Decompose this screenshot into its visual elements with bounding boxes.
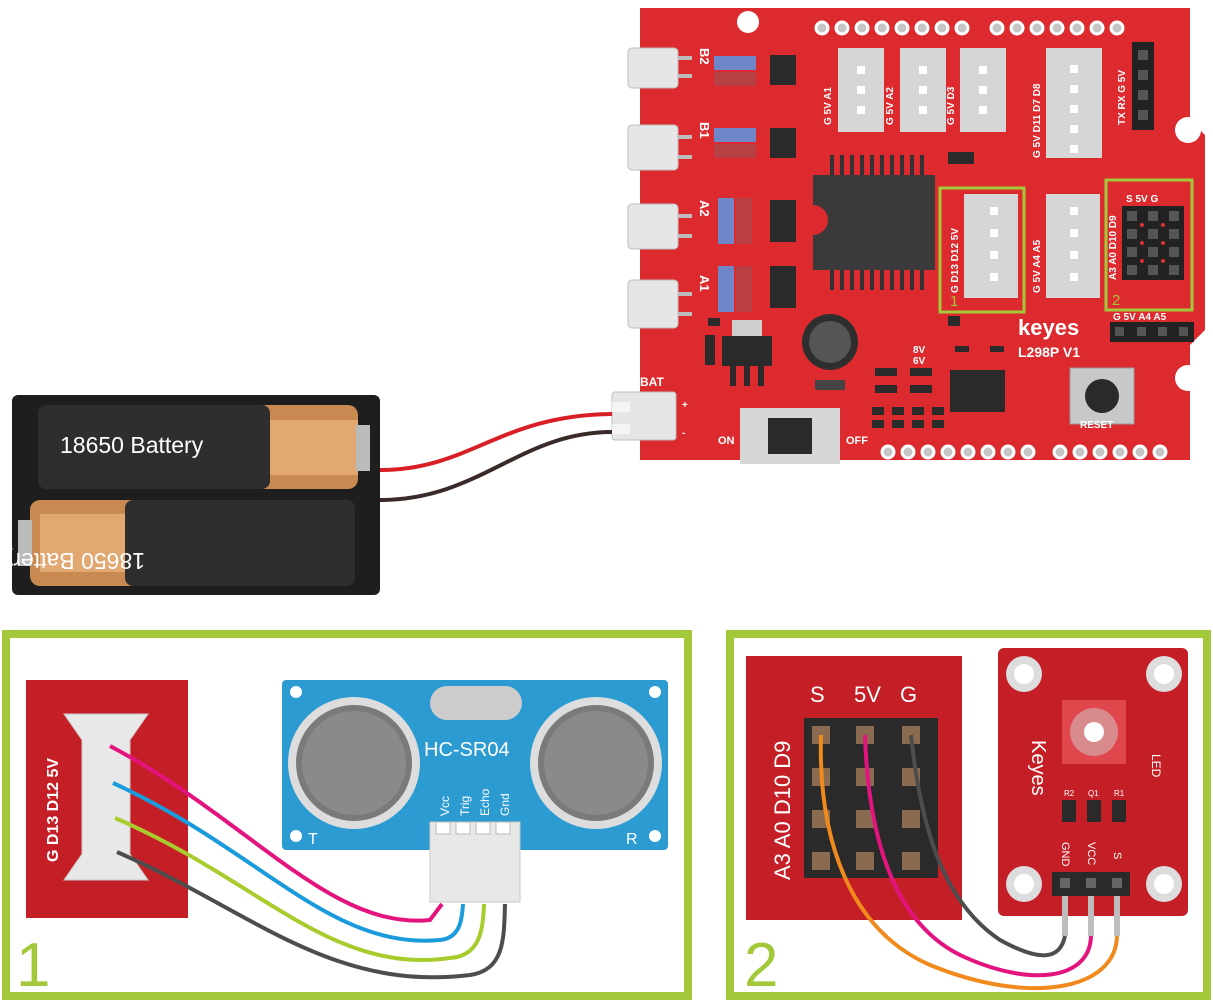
panel1-connector-labels: G D13 D12 5V	[45, 758, 62, 862]
panel2-col-g: G	[900, 682, 917, 707]
grid-col-labels: S 5V G	[1126, 194, 1158, 205]
motor-label-b1: B1	[697, 122, 712, 139]
motor-connectors	[627, 47, 692, 329]
panel1-wires	[109, 744, 507, 980]
module-led-label: LED	[1149, 754, 1163, 778]
label-r1: R1	[1114, 789, 1125, 798]
panel2-row-labels: A3 A0 D10 D9	[770, 741, 795, 880]
panel-1	[2, 630, 692, 1000]
label-8v: 8V	[913, 345, 926, 356]
header3-pin-labels: G 5V D3	[946, 86, 957, 125]
header1-pin-labels: G 5V A1	[823, 87, 834, 125]
ultrasonic-header	[938, 186, 1026, 314]
board-marker-2: 2	[1112, 292, 1120, 309]
bottom-pin-row	[880, 444, 1168, 460]
sensor-pin-trig: Trig	[458, 796, 472, 816]
led-grid-header	[1104, 178, 1194, 312]
panel2-col-s: S	[810, 682, 825, 707]
header5-pin-labels: G D13 D12 5V	[950, 228, 961, 293]
sensor-label-r: R	[626, 831, 638, 848]
label-q1: Q1	[1088, 789, 1099, 798]
sensor-pin-echo: Echo	[478, 788, 492, 816]
panel2-wires	[818, 734, 1119, 991]
switch-off-label: OFF	[846, 435, 868, 447]
board-brand: keyes	[1018, 315, 1079, 340]
small-components	[815, 152, 1005, 428]
voltage-regulator	[705, 318, 772, 386]
top-pin-row	[814, 20, 1125, 36]
l298p-chip	[813, 155, 935, 290]
board-marker-1: 1	[950, 293, 958, 310]
bat-minus-label: -	[682, 428, 685, 439]
battery-connector	[611, 391, 677, 441]
label-6v: 6V	[913, 356, 926, 367]
battery-bottom-label: 18650 Battery	[1, 548, 145, 574]
panel2-number: 2	[744, 931, 778, 1000]
motor-driver-board: B2 B1 A2 A1	[611, 8, 1205, 464]
reset-label: RESET	[1080, 420, 1113, 431]
grid-row-labels: A3 A0 D10 D9	[1108, 215, 1119, 280]
wire-red	[379, 412, 613, 472]
top-headers	[838, 42, 1154, 158]
motor-leds	[714, 55, 796, 312]
bat-label: BAT	[640, 375, 664, 389]
mini-header	[1110, 322, 1194, 342]
header4-pin-labels: G 5V D11 D7 D8	[1032, 83, 1043, 158]
sensor-label-t: T	[308, 831, 318, 848]
module-pin-vcc: VCC	[1085, 842, 1097, 865]
panel-2	[726, 630, 1211, 1000]
sensor-pin-vcc: Vcc	[438, 796, 452, 816]
panel2-col-5v: 5V	[854, 682, 881, 707]
motor-label-a1: A1	[697, 275, 712, 292]
module-pin-s: S	[1111, 852, 1123, 859]
battery-holder	[12, 395, 380, 595]
header6-pin-labels: G 5V A4 A5	[1032, 239, 1043, 293]
reset-button[interactable]	[1069, 367, 1135, 425]
bat-plus-label: +	[682, 400, 688, 411]
panel1-number: 1	[16, 931, 50, 1000]
module-brand: Keyes	[1027, 740, 1049, 796]
uart-pin-labels: TX RX G 5V	[1117, 70, 1128, 125]
power-switch[interactable]	[740, 408, 840, 464]
capacitor	[802, 314, 858, 370]
sensor-pin-gnd: Gnd	[498, 793, 512, 816]
label-r2: R2	[1064, 789, 1075, 798]
analog-header	[1046, 194, 1100, 298]
header2-pin-labels: G 5V A2	[885, 87, 896, 125]
module-pin-gnd: GND	[1059, 842, 1071, 867]
switch-on-label: ON	[718, 435, 735, 447]
wire-black	[379, 430, 613, 502]
motor-label-a2: A2	[697, 200, 712, 217]
bottom-pin-labels: G 5V A4 A5	[1113, 312, 1167, 323]
motor-label-b2: B2	[697, 48, 712, 65]
board-model: L298P V1	[1018, 344, 1080, 360]
sensor-name: HC-SR04	[424, 739, 510, 761]
battery-top-label: 18650 Battery	[60, 432, 204, 458]
